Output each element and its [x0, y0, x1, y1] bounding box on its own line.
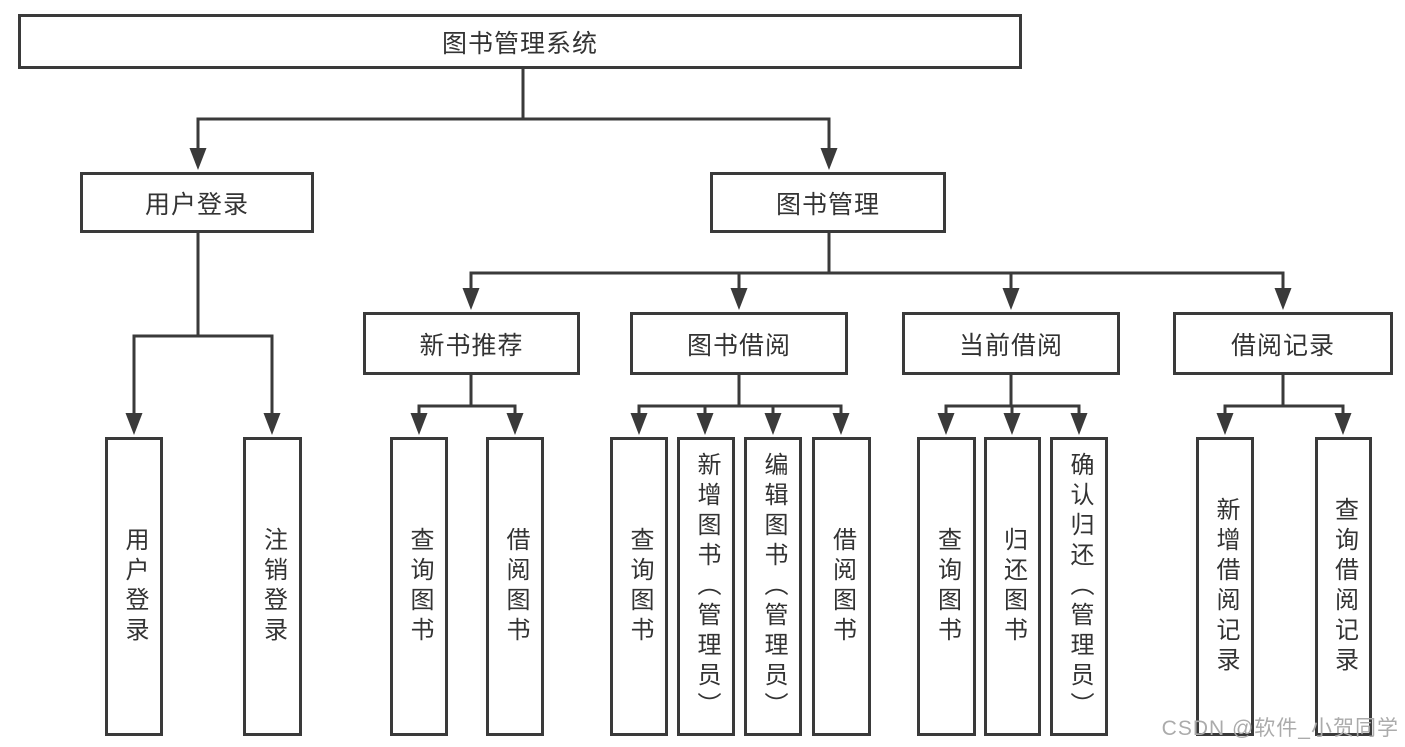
node-book-management-label: 图书管理	[775, 190, 880, 219]
leaf-edit-book-admin: 编辑图书（管理员）	[744, 437, 802, 736]
leaf-add-borrow-record-label: 新增借阅记录	[1212, 496, 1239, 677]
node-borrowing-records: 借阅记录	[1173, 312, 1393, 375]
node-book-management: 图书管理	[710, 172, 946, 233]
node-root-label: 图书管理系统	[441, 29, 598, 58]
node-user-login: 用户登录	[80, 172, 314, 233]
node-book-borrowing-label: 图书借阅	[686, 331, 791, 360]
leaf-confirm-return-admin-label: 确认归还（管理员）	[1066, 451, 1093, 722]
node-book-borrowing: 图书借阅	[630, 312, 848, 375]
leaf-query-book-current-label: 查询图书	[933, 526, 961, 647]
node-new-book-recommend: 新书推荐	[363, 312, 580, 375]
leaf-query-book-current: 查询图书	[917, 437, 976, 736]
leaf-borrow-book: 借阅图书	[812, 437, 871, 736]
node-borrowing-records-label: 借阅记录	[1230, 331, 1335, 360]
leaf-query-borrow-record-label: 查询借阅记录	[1330, 496, 1358, 677]
node-root: 图书管理系统	[18, 14, 1022, 69]
leaf-add-book-admin-label: 新增图书（管理员）	[693, 451, 720, 722]
leaf-add-borrow-record: 新增借阅记录	[1196, 437, 1254, 736]
csdn-watermark: CSDN @软件_小贺同学	[1161, 717, 1399, 740]
leaf-edit-book-admin-label: 编辑图书（管理员）	[760, 451, 787, 722]
leaf-borrow-book-recommend-label: 借阅图书	[502, 526, 529, 647]
node-new-book-recommend-label: 新书推荐	[419, 331, 524, 360]
leaf-user-login-label: 用户登录	[121, 526, 148, 647]
leaf-query-book-recommend: 查询图书	[390, 437, 448, 736]
leaf-logout: 注销登录	[243, 437, 302, 736]
leaf-add-book-admin: 新增图书（管理员）	[677, 437, 735, 736]
leaf-borrow-book-recommend: 借阅图书	[486, 437, 544, 736]
leaf-query-book-recommend-label: 查询图书	[406, 526, 433, 647]
leaf-return-book: 归还图书	[984, 437, 1041, 736]
leaf-borrow-book-label: 借阅图书	[828, 526, 856, 647]
leaf-query-book-borrow-label: 查询图书	[626, 526, 653, 647]
node-user-login-label: 用户登录	[144, 190, 249, 219]
leaf-query-book-borrow: 查询图书	[610, 437, 668, 736]
node-current-borrowing-label: 当前借阅	[958, 331, 1063, 360]
leaf-user-login: 用户登录	[105, 437, 163, 736]
leaf-query-borrow-record: 查询借阅记录	[1315, 437, 1372, 736]
leaf-logout-label: 注销登录	[259, 526, 287, 647]
leaf-return-book-label: 归还图书	[999, 526, 1027, 647]
node-current-borrowing: 当前借阅	[902, 312, 1120, 375]
leaf-confirm-return-admin: 确认归还（管理员）	[1050, 437, 1108, 736]
